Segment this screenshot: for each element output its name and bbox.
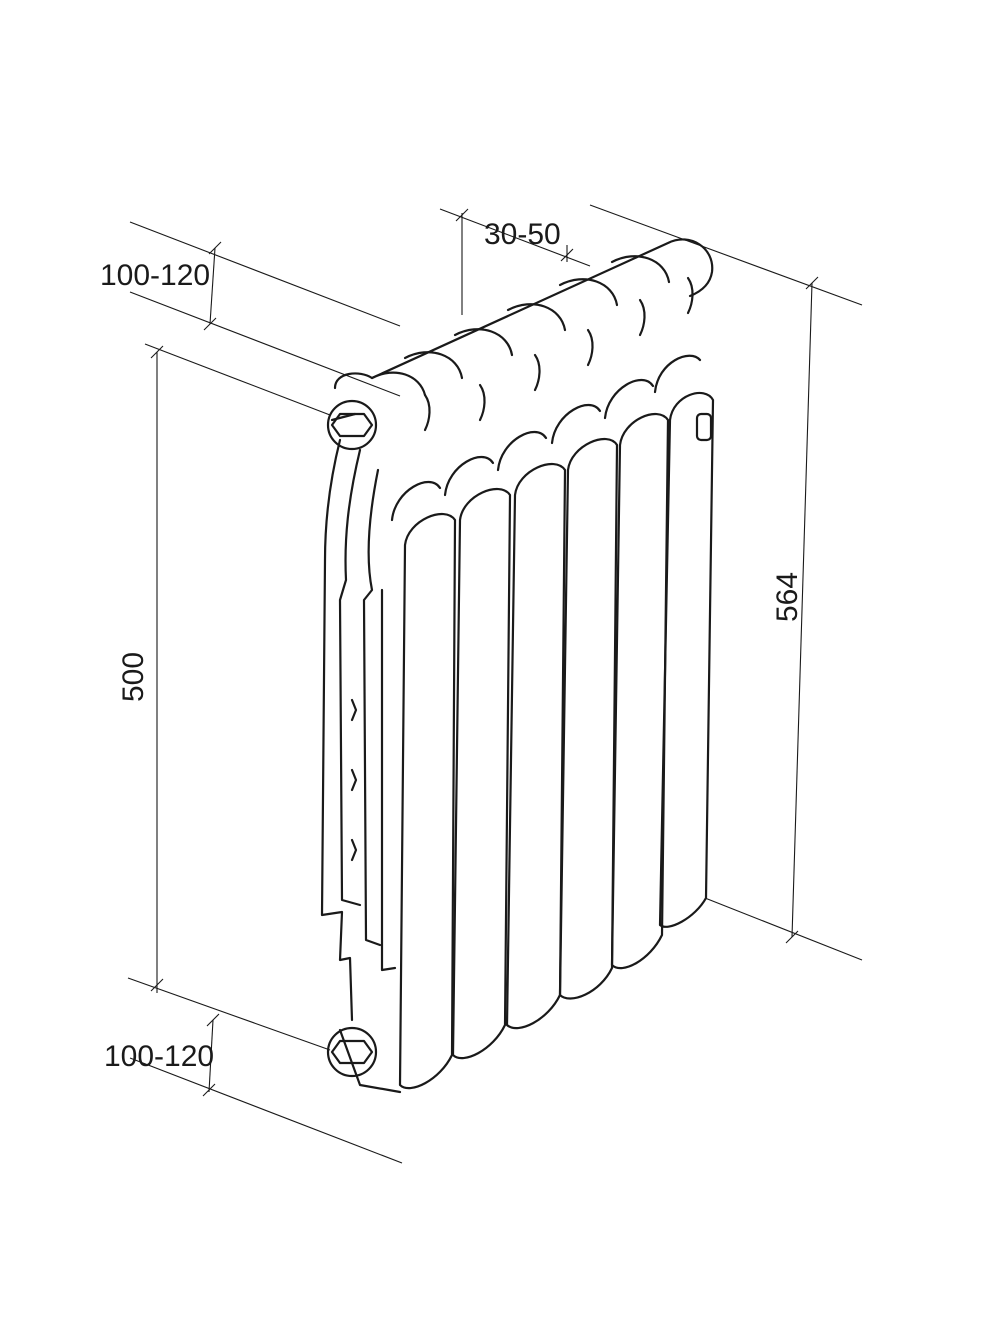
bottom-offset-extension-lower (129, 1057, 403, 1164)
dimension-lines (127, 204, 863, 1164)
bottom-offset-label: 100-120 (104, 1040, 214, 1073)
top-offset-tick-top (208, 241, 222, 255)
inner-fin-top-3 (496, 431, 548, 472)
bottom-manifold-outline (338, 1028, 402, 1094)
left-inner-fin-2 (362, 468, 382, 947)
bottom-plug-hex-icon (330, 1039, 374, 1065)
front-panel-3 (505, 462, 567, 1030)
fin-hook-1 (423, 393, 431, 432)
top-header-outline (333, 238, 714, 390)
left-side-outline (320, 438, 354, 1022)
total-height-extension-top (589, 204, 863, 306)
brand-emblem-icon (695, 412, 713, 442)
front-panel-4 (558, 437, 619, 1000)
top-plug (326, 399, 378, 451)
front-panel-2 (451, 487, 512, 1060)
left-side-notches (350, 698, 358, 862)
top-offset-extension-lower (129, 291, 401, 397)
top-offset-tick-bottom (203, 317, 217, 331)
fin-hook-2 (478, 383, 486, 422)
fin-hook-3 (533, 353, 541, 392)
inner-fin-top-4 (550, 404, 602, 445)
axis-extension-top (144, 343, 331, 416)
fin-hook-4 (586, 328, 594, 367)
bottom-plug (326, 1026, 378, 1078)
fin-hook-5 (638, 298, 646, 337)
wall-gap-tick-right (560, 248, 574, 262)
radiator-body (320, 238, 715, 1094)
total-height-dimension-line (791, 282, 813, 938)
top-offset-extension-upper (129, 221, 401, 327)
bottom-offset-dimension-line (208, 1019, 214, 1093)
header-bulge-1 (370, 371, 427, 397)
bottom-offset-tick-bottom (202, 1083, 216, 1097)
axis-tick-bottom (150, 978, 164, 992)
inner-fin-top-2 (443, 456, 495, 497)
bottom-plug-ring (326, 1026, 378, 1078)
top-offset-dimension-line (209, 247, 216, 325)
wall-gap-label: 30-50 (484, 218, 561, 251)
header-bulge-3 (453, 328, 514, 357)
left-inner-fin (338, 448, 362, 907)
axis-extension-bottom (127, 977, 331, 1051)
front-panel-5 (610, 412, 670, 970)
left-inner-fin-3 (380, 588, 397, 972)
total-height-tick-bottom (785, 930, 799, 944)
inner-fin-top-1 (390, 481, 442, 522)
total-height-label: 564 (771, 572, 804, 622)
top-plug-ring (326, 399, 378, 451)
inner-fin-top-5 (603, 379, 655, 420)
header-bulge-5 (558, 278, 619, 307)
header-bulge-4 (506, 303, 567, 332)
top-offset-label: 100-120 (100, 259, 210, 292)
axis-distance-label: 500 (117, 652, 150, 702)
fin-hook-6 (686, 276, 694, 315)
total-height-tick-top (805, 276, 819, 290)
header-bulge-6 (610, 255, 671, 284)
wall-gap-tick-left (455, 208, 469, 222)
axis-tick-top (150, 345, 164, 359)
front-panel-6 (658, 391, 715, 928)
inner-fin-top-6 (653, 354, 702, 394)
bottom-offset-tick-top (206, 1013, 220, 1027)
header-bulge-2 (403, 351, 464, 380)
top-plug-hex-icon (330, 412, 374, 438)
total-height-extension-bottom (704, 897, 863, 961)
front-panel-1 (398, 512, 457, 1090)
